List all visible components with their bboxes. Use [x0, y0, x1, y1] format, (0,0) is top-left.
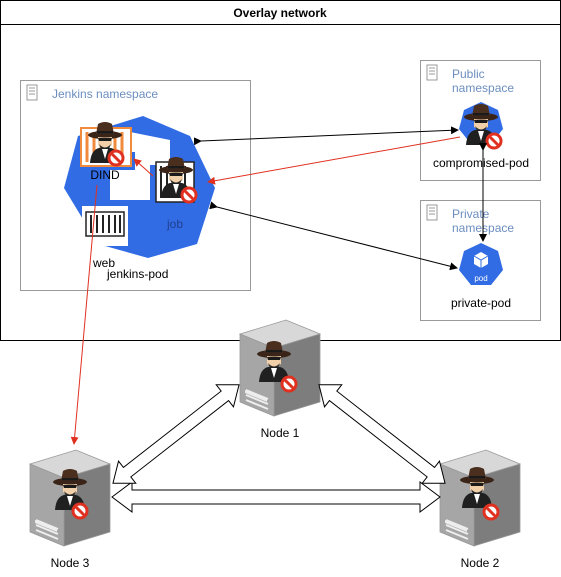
web-label: web — [92, 256, 115, 270]
jenkins-pod-label: jenkins-pod — [106, 267, 168, 281]
node-link-arrows — [111, 384, 446, 513]
node-3-label: Node 3 — [51, 556, 90, 570]
public-namespace-label-2: namespace — [452, 81, 514, 95]
namespace-icon — [426, 204, 438, 221]
node-2-label: Node 2 — [461, 556, 500, 570]
node-2-no-icon — [482, 503, 500, 521]
node-3-no-icon — [71, 502, 89, 520]
overlay-network-title: Overlay network — [233, 6, 327, 20]
job-label: job — [166, 217, 183, 231]
node-1-no-icon — [280, 375, 298, 393]
compromised-no-icon — [485, 132, 503, 150]
node-3: Node 3 — [29, 449, 111, 570]
node3-node2-arrow — [111, 481, 441, 513]
namespace-icon — [426, 64, 438, 81]
jenkins-namespace-label: Jenkins namespace — [52, 87, 158, 101]
web-container — [82, 206, 128, 246]
private-pod-label: private-pod — [451, 296, 511, 310]
job-no-icon — [180, 186, 198, 204]
node-2: Node 2 — [439, 449, 521, 570]
node-1: Node 1 — [239, 319, 321, 440]
node1-node2-arrow — [318, 384, 446, 484]
private-namespace-label-1: Private — [452, 207, 490, 221]
dind-label: DIND — [90, 168, 120, 182]
jenkins-pod-node: DIND job web jenkins-pod — [64, 116, 215, 281]
compromised-pod-label: compromised-pod — [433, 156, 529, 170]
public-namespace: Public namespace compromised-pod — [420, 60, 541, 181]
node-1-label: Node 1 — [261, 426, 300, 440]
node3-node1-arrow — [112, 384, 240, 484]
private-namespace: Private namespace pod private-pod — [420, 200, 541, 321]
dind-no-icon — [107, 149, 125, 167]
pod-badge-label: pod — [474, 274, 487, 283]
namespace-icon — [26, 84, 38, 101]
public-namespace-label-1: Public — [452, 67, 485, 81]
connection-arrows — [70, 126, 487, 445]
